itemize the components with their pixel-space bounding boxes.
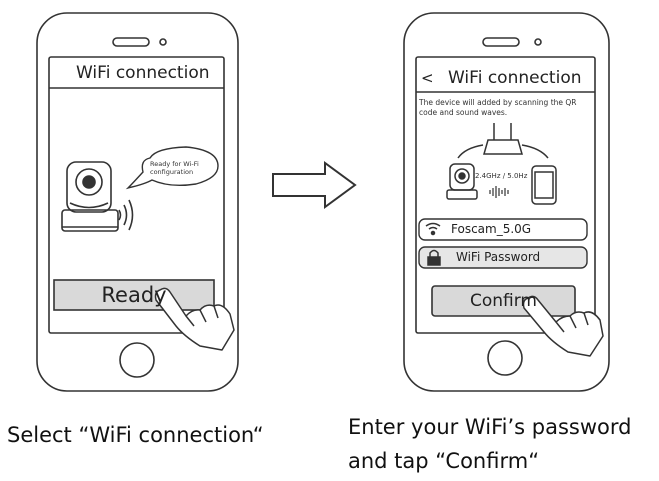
pointing-hand-icon: [154, 287, 235, 351]
camera-icon: [446, 163, 478, 200]
sound-waves-icon: [489, 186, 509, 198]
router-icon: [457, 123, 549, 159]
smartphone-icon: [531, 165, 557, 205]
password-field[interactable]: WiFi Password: [456, 250, 541, 264]
right-phone-body: [403, 12, 610, 392]
password-field-shape: [418, 246, 588, 269]
left-screen-title: WiFi connection: [76, 63, 210, 83]
right-arrow-icon: [272, 161, 357, 209]
camera-icon: [61, 161, 119, 232]
back-button[interactable]: <: [421, 69, 434, 87]
ready-button-shape: [53, 279, 215, 311]
frequency-label: 2.4GHz / 5.0Hz: [475, 172, 528, 180]
speech-bubble: [125, 146, 219, 190]
lock-icon: [427, 249, 441, 266]
pointing-hand-icon: [522, 295, 604, 357]
right-caption-line2: and tap “Confirm“: [348, 449, 540, 473]
confirm-button[interactable]: Confirm: [469, 291, 537, 311]
ready-button[interactable]: Ready: [101, 283, 167, 307]
right-screen-title: WiFi connection: [448, 68, 582, 88]
speech-bubble-text: Ready for Wi-Fi configuration: [150, 160, 199, 176]
wifi-icon: [425, 222, 441, 236]
ssid-field[interactable]: Foscam_5.0G: [451, 222, 532, 236]
right-caption-line1: Enter your WiFi’s password: [348, 415, 632, 439]
left-caption: Select “WiFi connection“: [7, 423, 264, 447]
sound-waves-icon: [118, 199, 134, 231]
left-phone-body: [36, 12, 239, 392]
instruction-text: The device will added by scanning the QR…: [419, 98, 577, 117]
ssid-field-shape: [418, 218, 588, 241]
